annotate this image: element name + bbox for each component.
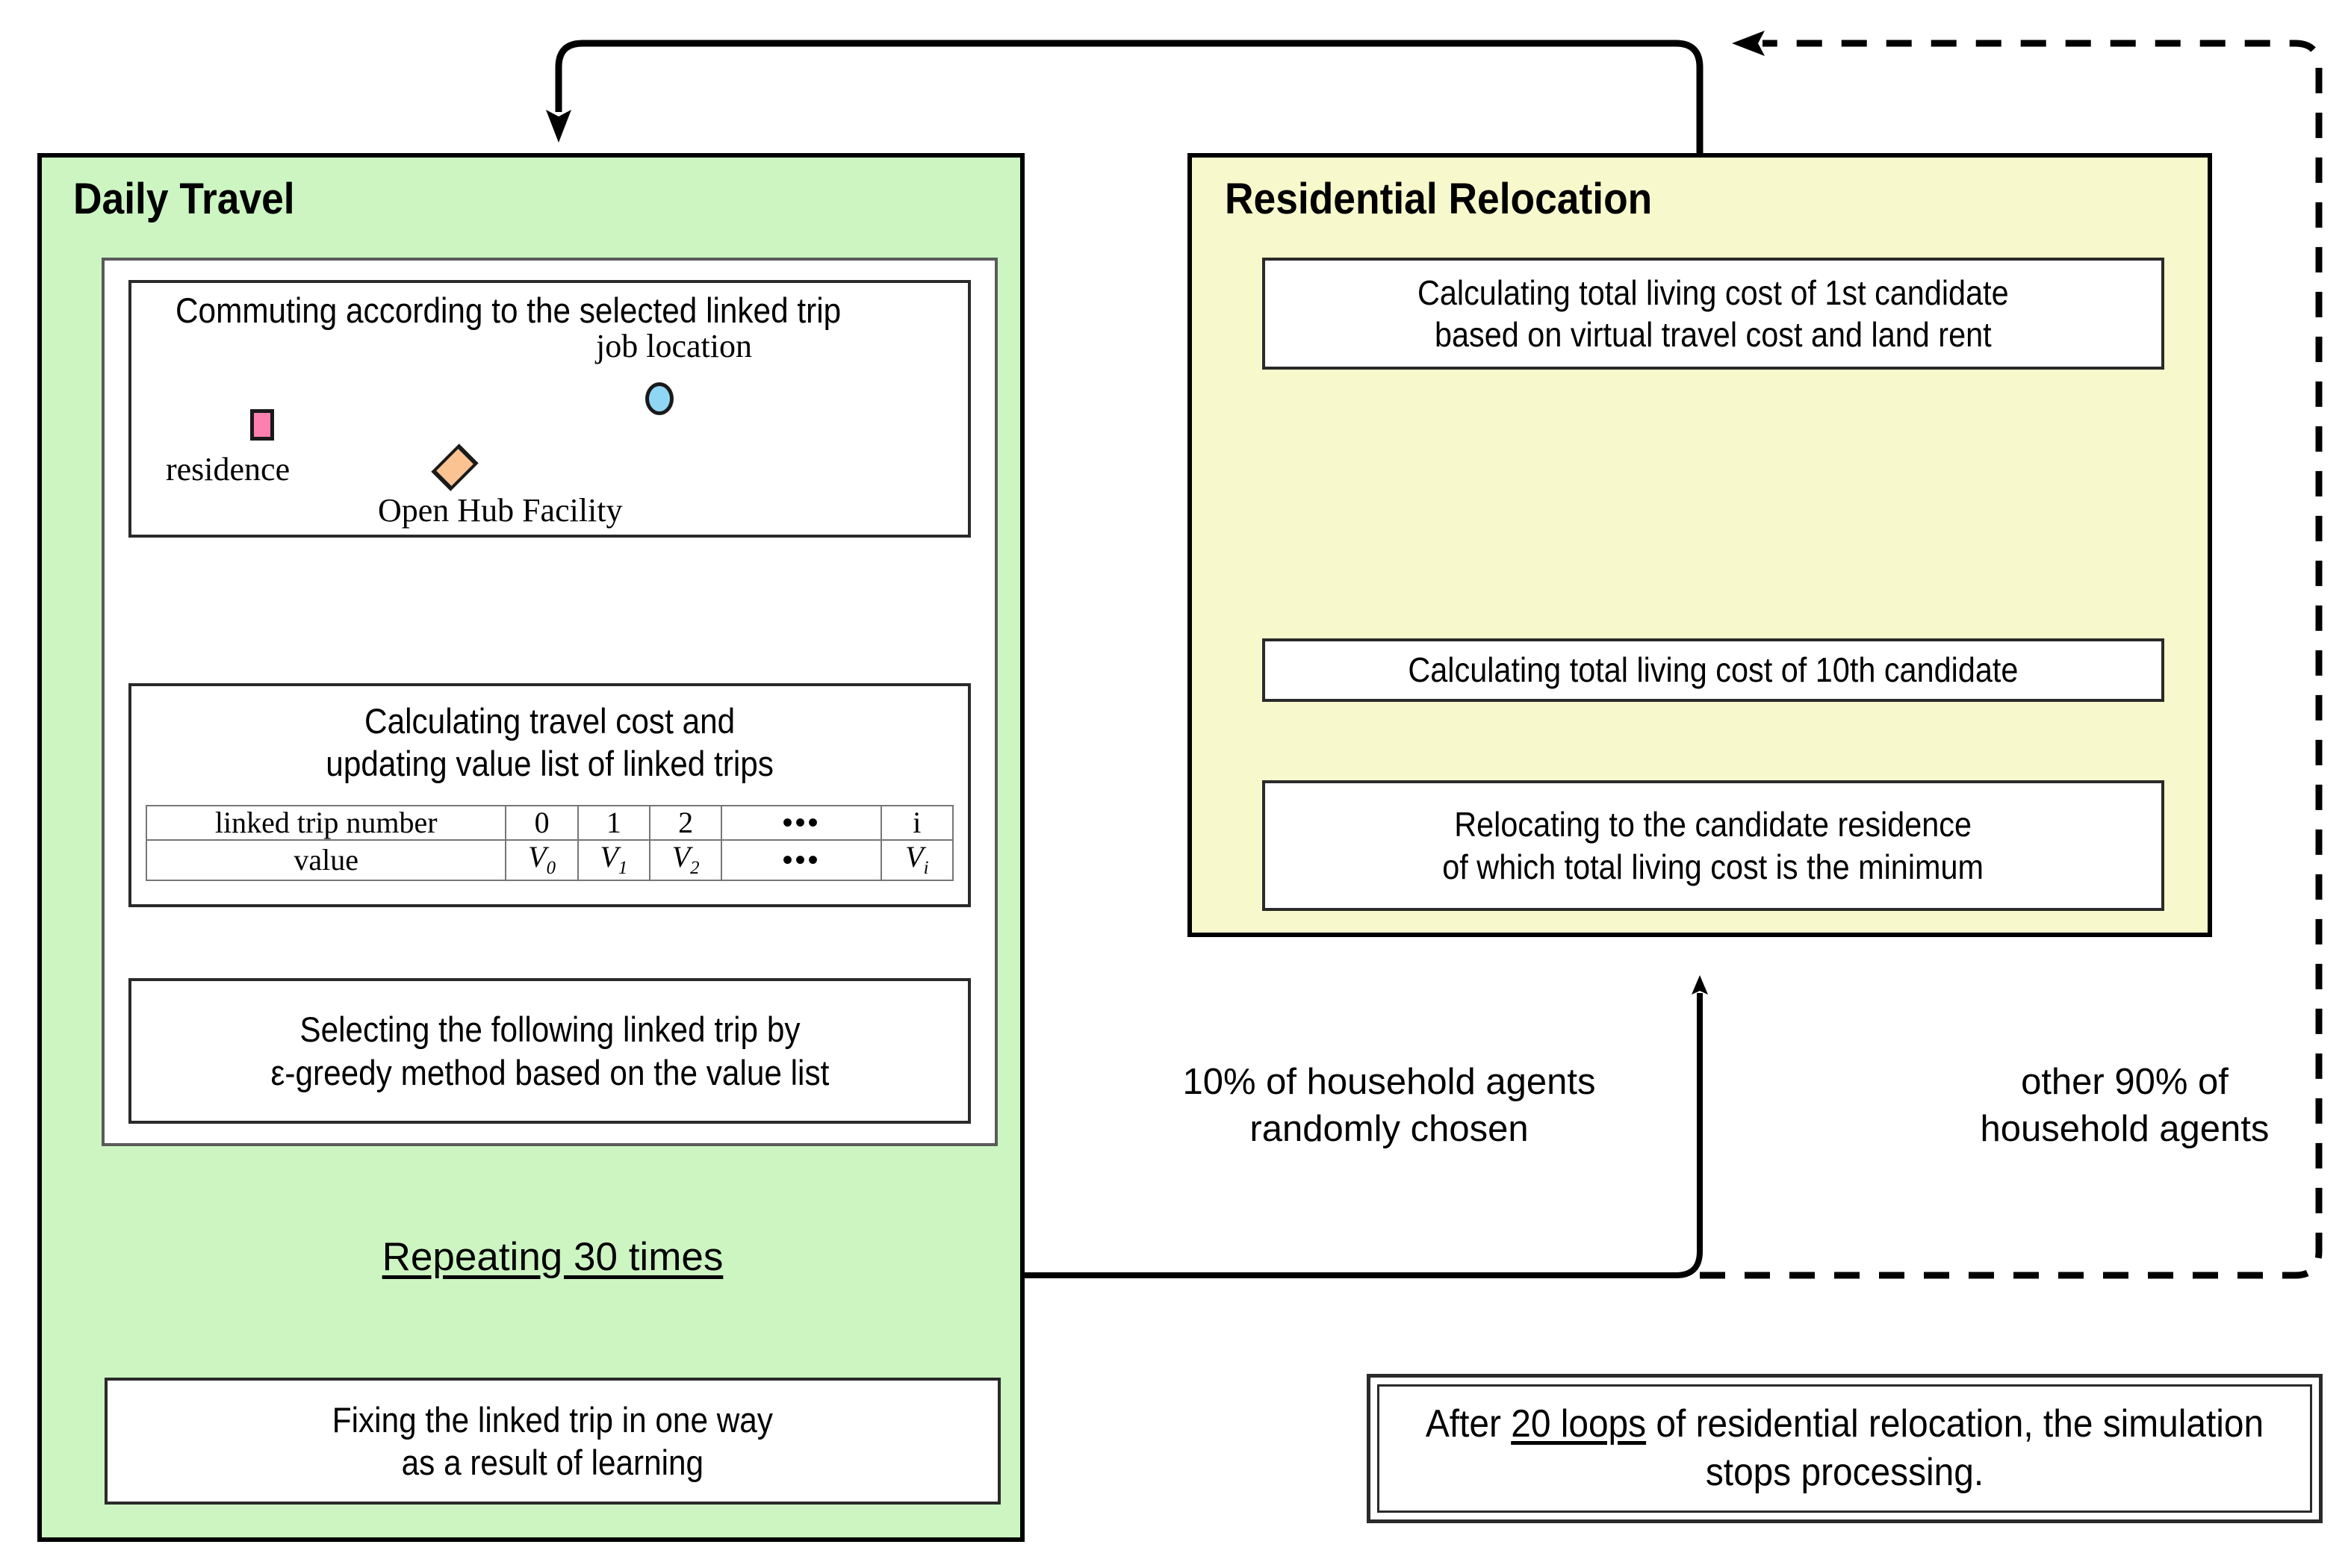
stop-note-box: After 20 loops of residential relocation…: [1367, 1374, 2323, 1523]
stop-note-after: of residential relocation, the simulatio…: [1646, 1402, 2264, 1494]
stop-note-before: After: [1425, 1402, 1512, 1446]
stop-note-inner: After 20 loops of residential relocation…: [1377, 1384, 2312, 1513]
stop-note-emphasis: 20 loops: [1511, 1402, 1647, 1446]
calculating-travel-cost-box: Calculating travel cost and updating val…: [128, 683, 971, 907]
table-row-trip-number: linked trip number 0 1 2 ••• i: [145, 805, 954, 841]
trip-number-ellipsis: •••: [721, 805, 882, 841]
fixing-linked-trip-text: Fixing the linked trip in one way as a r…: [332, 1399, 774, 1482]
trip-number-1: 1: [577, 805, 651, 841]
ten-percent-label: 10% of household agents randomly chosen: [1182, 1062, 1596, 1149]
row-label-trip-number: linked trip number: [145, 805, 507, 841]
selecting-linked-trip-box: Selecting the following linked trip by ε…: [128, 978, 971, 1124]
commuting-box: Commuting according to the selected link…: [128, 280, 971, 538]
trip-number-i: i: [880, 805, 954, 841]
value-v1: V1: [577, 839, 651, 881]
tenth-candidate-box: Calculating total living cost of 10th ca…: [1262, 638, 2164, 702]
row-label-value: value: [145, 839, 507, 881]
fixing-linked-trip-box: Fixing the linked trip in one way as a r…: [105, 1378, 1001, 1505]
trip-number-2: 2: [649, 805, 723, 841]
commuting-caption: Commuting according to the selected link…: [176, 290, 842, 330]
table-row-value: value V0 V1 V2 ••• Vi: [145, 839, 954, 881]
ninety-percent-label: other 90% of household agents: [1980, 1062, 2270, 1149]
repeating-label-text: Repeating 30 times: [382, 1235, 724, 1279]
tenth-candidate-text: Calculating total living cost of 10th ca…: [1408, 650, 2019, 690]
relocating-minimum-cost-box: Relocating to the candidate residence of…: [1262, 780, 2164, 911]
first-candidate-box: Calculating total living cost of 1st can…: [1262, 258, 2164, 370]
daily-travel-title: Daily Travel: [73, 175, 295, 223]
value-vi: Vi: [880, 839, 954, 881]
relocating-minimum-cost-text: Relocating to the candidate residence of…: [1442, 805, 1984, 886]
value-v2: V2: [649, 839, 723, 881]
selecting-linked-trip-text: Selecting the following linked trip by ε…: [270, 1009, 829, 1092]
repeating-label: Repeating 30 times: [261, 1232, 844, 1283]
calculating-travel-cost-text: Calculating travel cost and updating val…: [326, 701, 774, 784]
value-list-table: linked trip number 0 1 2 ••• i value V0 …: [145, 805, 954, 881]
residential-relocation-title: Residential Relocation: [1225, 175, 1653, 223]
value-v0: V0: [505, 839, 579, 881]
trip-number-0: 0: [505, 805, 579, 841]
stop-note-text: After 20 loops of residential relocation…: [1417, 1400, 2273, 1497]
wire-reloc-to-daily: [546, 40, 1704, 153]
first-candidate-text: Calculating total living cost of 1st can…: [1417, 273, 2009, 354]
value-ellipsis: •••: [721, 839, 882, 881]
